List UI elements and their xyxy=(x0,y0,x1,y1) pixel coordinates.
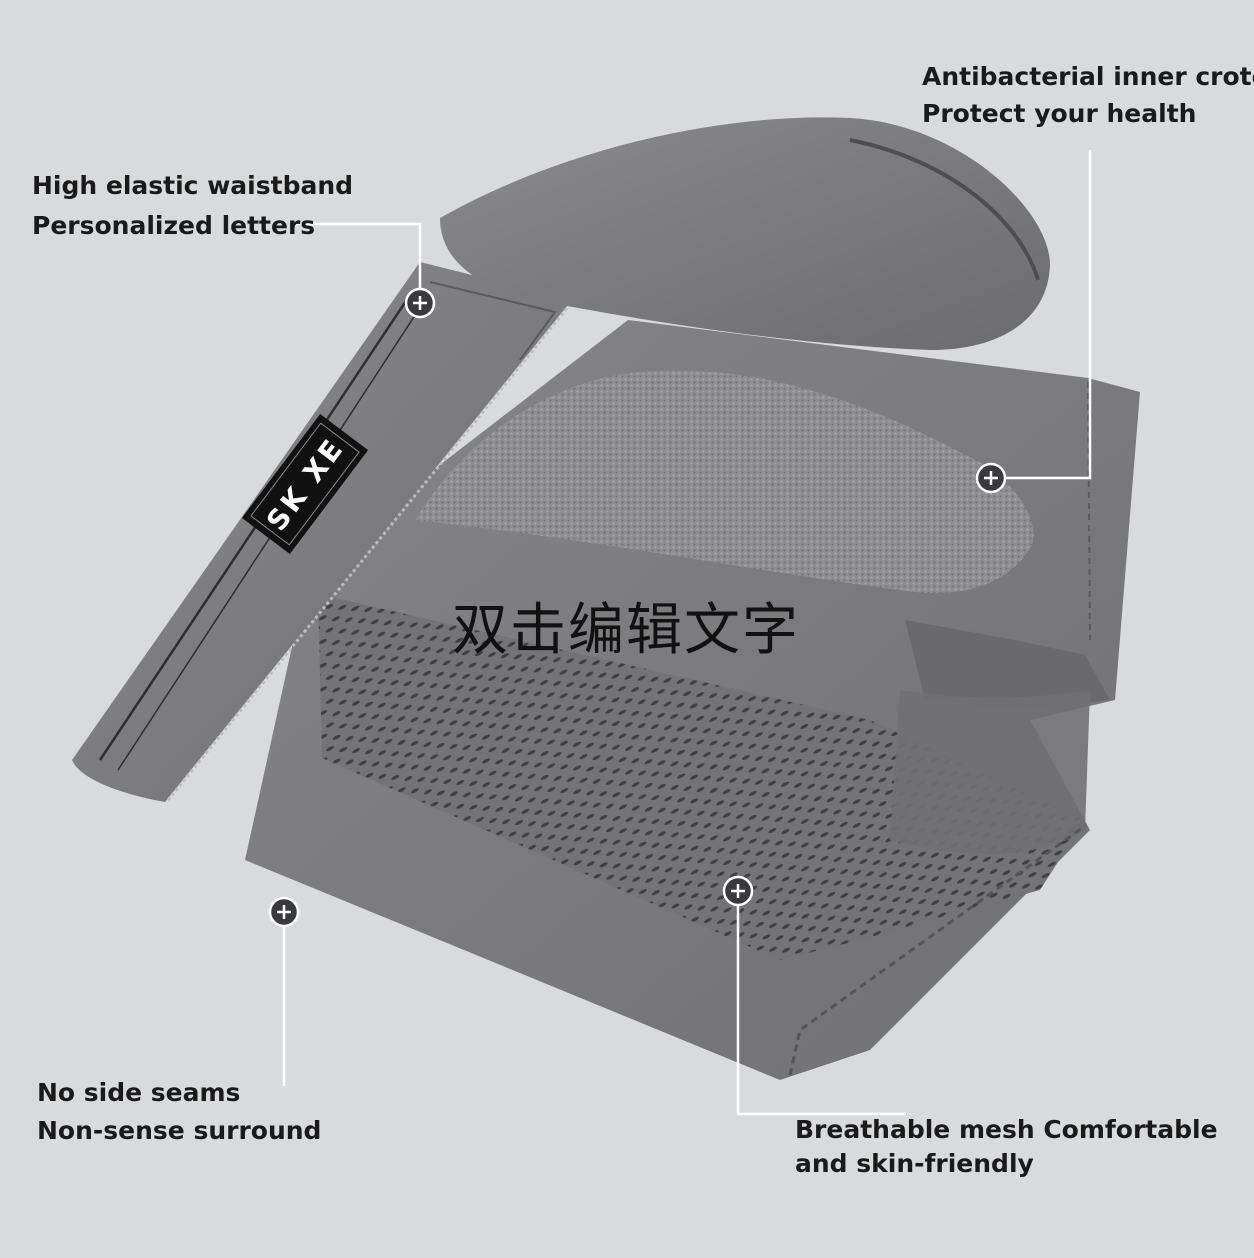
plus-circle-icon[interactable] xyxy=(975,462,1007,494)
plus-circle-icon[interactable] xyxy=(722,875,754,907)
inner-crotch-knit xyxy=(415,370,1034,593)
mesh-panel xyxy=(318,594,1085,960)
editable-overlay-text[interactable]: 双击编辑文字 xyxy=(452,598,800,663)
mesh-leader-line xyxy=(736,905,906,1116)
callout-crotch-line2: Protect your health xyxy=(922,99,1197,128)
callout-crotch-line1: Antibacterial inner crotch xyxy=(922,62,1254,91)
callout-seams-line1: No side seams xyxy=(37,1078,241,1107)
callout-seams: No side seams Non-sense surround xyxy=(37,1074,321,1150)
callout-waistband-line2: Personalized letters xyxy=(32,211,316,240)
callout-mesh-line2: and skin-friendly xyxy=(795,1149,1034,1178)
callout-mesh: Breathable mesh Comfortable and skin-fri… xyxy=(795,1113,1218,1181)
callout-mesh-line1: Breathable mesh Comfortable xyxy=(795,1115,1218,1144)
leader-lines xyxy=(282,150,1092,1116)
pouch-outer xyxy=(440,117,1050,351)
callout-crotch: Antibacterial inner crotch Protect your … xyxy=(922,58,1254,132)
waistband-leader-line xyxy=(296,222,422,290)
callout-waistband: High elastic waistband Personalized lett… xyxy=(32,166,353,246)
crotch-leader-line xyxy=(1005,150,1092,480)
plus-circle-icon[interactable] xyxy=(268,896,300,928)
callout-seams-line2: Non-sense surround xyxy=(37,1116,322,1145)
callout-waistband-line1: High elastic waistband xyxy=(32,171,354,200)
plus-circle-icon[interactable] xyxy=(404,287,436,319)
